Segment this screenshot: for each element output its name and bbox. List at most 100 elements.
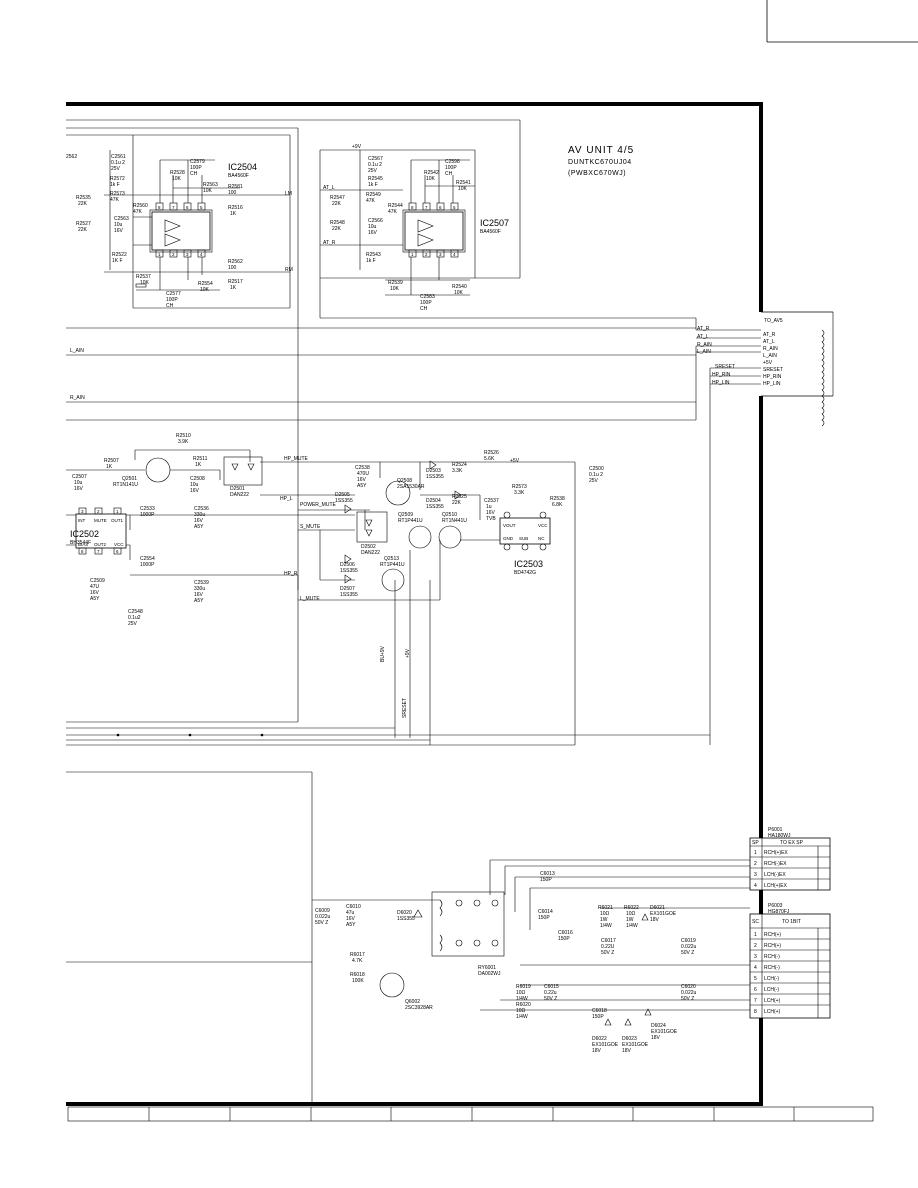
nets-hp_mute-label: HP_MUTE [284,456,309,462]
diodes-d2504-part-label: 1SS355 [426,504,444,510]
nets-at_l-label: AT_L [323,185,335,191]
diodes-d6022-v-label: 18V [592,1048,602,1054]
labels-r2549v-label: 47K [366,198,376,204]
connectors-p6003-pins-4-sig-label: LCH(-) [764,976,779,982]
labels-c6017w-label: 50V Z [601,950,614,956]
connectors-p6003-pins-1-sig-label: RCH(+) [764,943,781,949]
labels-c6009v-label: 0.022u [315,914,331,920]
labels-c2508-label: C2508 [190,476,205,482]
labels-c6017v-label: 0.22U [601,944,615,950]
connectors-p6001-pins-0-n-label: 1 [754,850,757,856]
labels-r2545v-label: 1k F [368,182,378,188]
diodes-d6021-ref-label: D6021 [650,905,665,911]
connectors-p6003-head_right-label: TO 1BIT [782,919,801,925]
ic2507-part: BA4560F [480,229,501,235]
labels-r6021x-label: 1/4W [600,923,612,929]
transistors-q2501-part-label: RT1N141U [113,482,138,488]
diodes-d6023-ref-label: D6023 [622,1036,637,1042]
connectors-p6001-pins-1-sig-label: RCH(-)EX [764,861,787,867]
labels-c2538w-label: 16V [357,477,367,483]
transistors-q6002-ref-label: Q6002 [405,999,420,1005]
labels-r6017-label: R6017 [350,952,365,958]
labels-r2526v-label: 5.6K [484,456,495,462]
diodes-d2502-ref-label: D2502 [361,544,376,550]
labels-r2540v-label: 10K [454,290,464,296]
connectors-p6001-pins-1-n-label: 2 [754,861,757,867]
labels-r2540-label: R2540 [452,284,467,290]
labels-r2516v-label: 1K [230,211,237,217]
nets-l_ain-label: L_AIN [70,348,84,354]
labels-c2509w-label: 16V [90,590,100,596]
svg-text:8: 8 [81,549,84,554]
labels-c2539x-label: A5Y [194,598,204,604]
nets-power_mute-label: POWER_MUTE [300,502,337,508]
connectors-to_av5-pins-5-label: SRESET [763,367,783,373]
ics-ic2503-pins-2-label: GND [503,536,514,541]
diodes-d6020-part-label: 1SS355 [397,916,415,922]
diodes-d2505-part-label: 1SS355 [335,498,353,504]
svg-text:8: 8 [158,205,161,210]
connectors-p6003-pins-5-n-label: 6 [754,987,757,993]
svg-text:3: 3 [186,252,189,257]
labels-c6020-label: C6020 [681,984,696,990]
connectors-p6003-pins-0-n-label: 1 [754,932,757,938]
svg-text:7: 7 [97,549,100,554]
labels-r2562-label: R2562 [228,259,243,265]
grid-ruler [67,1106,874,1122]
labels-c2509-label: C2509 [90,578,105,584]
labels-c2563w-label: 16V [114,228,124,234]
connectors-p6001-pins-0-sig-label: RCH(+)EX [764,850,788,856]
svg-text:AT_R: AT_R [697,326,710,332]
connectors-p6003-ref-label: P6003 [768,903,783,909]
labels-c6014-label: C6014 [538,909,553,915]
speaker-relay-section: RY6001 DA002WJ Q6002 2SC3928AR D6020 1SS… [66,771,750,1104]
labels-c2561-label: C2561 [111,154,126,160]
labels-c2548w-label: 25V [128,621,138,627]
labels-c2507v-label: 10u [74,480,83,486]
labels-c2554-label: C2554 [140,556,155,562]
labels-c2536w-label: 16V [194,518,204,524]
labels-r2524-label: R2524 [452,462,467,468]
labels-r2542v-label: 10K [426,176,436,182]
labels-r2537-label: R2537 [136,274,151,280]
labels-c2508w-label: 16V [190,488,200,494]
labels-r2554-label: R2554 [198,281,213,287]
ic2504-ref: IC2504 [228,162,257,172]
transistors-q2509-part-label: RT1P441U [398,518,423,524]
connectors-p6003-pins-1-n-label: 2 [754,943,757,949]
connectors-to_av5-pins-1-label: AT_L [763,339,775,345]
connectors-p6003-pins-2-n-label: 3 [754,954,757,960]
labels-r2554v-label: 10K [200,287,210,293]
ic2502-ref: IC2502 [70,529,99,539]
labels-r2510-label: R2510 [176,433,191,439]
labels-r2547v-label: 22K [332,201,342,207]
labels-r2535-label: R2535 [76,195,91,201]
svg-text:4: 4 [453,252,456,257]
connectors-p6003-pins-7-sig-label: LCH(+) [764,1009,781,1015]
svg-text:8: 8 [411,205,414,210]
labels-c2536-label: C2536 [194,506,209,512]
labels-c2566w-label: 16V [368,230,378,236]
labels-c2539-label: C2539 [194,580,209,586]
svg-text:SRESET: SRESET [715,364,735,370]
labels-c2598-label: C2598 [445,159,460,165]
nets-sreset-label: SRESET [402,698,408,718]
diodes-d2502-part-label: DAN222 [361,550,380,556]
labels-c2563v-label: 10u [114,222,123,228]
diodes-d6022-part-label: EX101GOE [592,1042,619,1048]
labels-r2542-label: R2542 [424,170,439,176]
labels-r2511v-label: 1K [195,462,202,468]
connectors-p6001-pins-2-n-label: 3 [754,872,757,878]
ic2503-ref: IC2503 [514,559,543,569]
connectors-p6003-pins-5-sig-label: LCH(-) [764,987,779,993]
connectors-p6003-pins-7-n-label: 8 [754,1009,757,1015]
labels-c2577v-label: 100P [166,297,178,303]
labels-r6022-label: R6022 [624,905,639,911]
labels-r2544-label: R2544 [388,203,403,209]
labels-r2535v-label: 22K [78,201,88,207]
labels-r2538v-label: 6.8K [552,502,563,508]
svg-text:HP_RIN: HP_RIN [712,372,731,378]
connectors-to_av5-pins-3-label: L_AIN [763,353,777,359]
